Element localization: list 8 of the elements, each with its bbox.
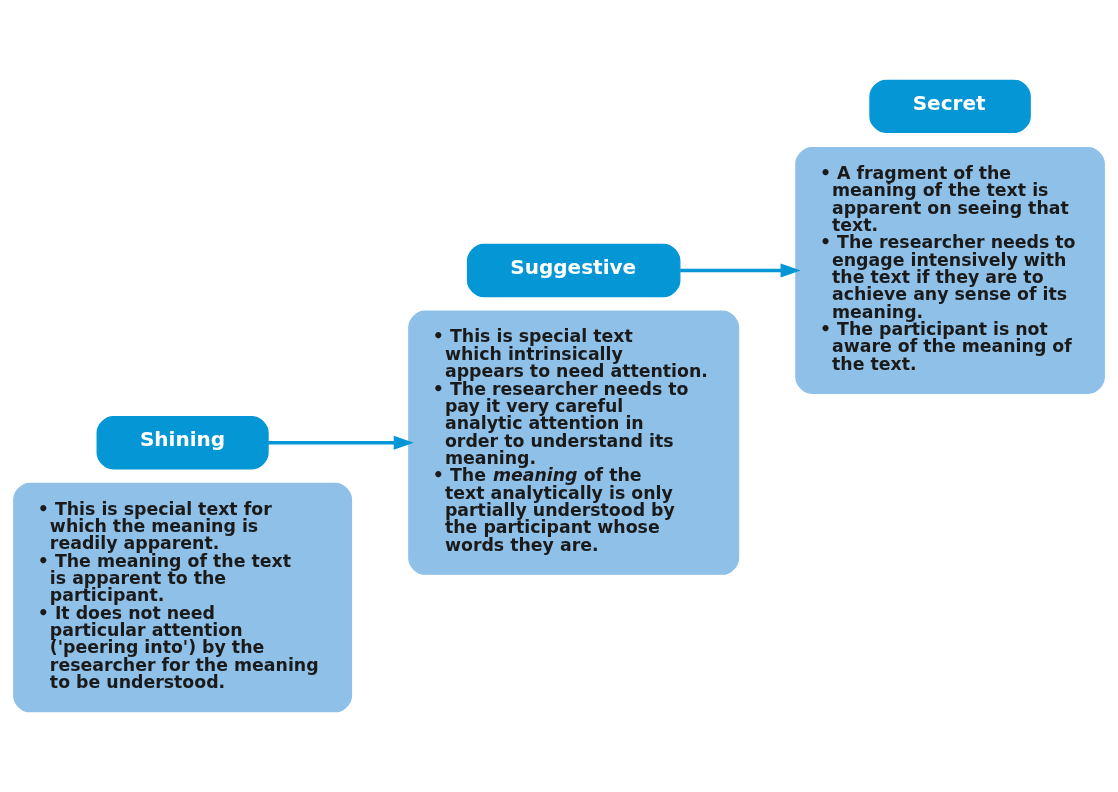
arrow bbox=[268, 435, 414, 450]
arrow bbox=[680, 263, 801, 278]
node-box: • This is special text for which the meaning is readily apparent. • The meaning of the text is apparent to the participant. • It does not need particular attention ('peering into') by the researcher for the meaning to be understood. bbox=[13, 482, 353, 713]
node-box: Suggestive bbox=[466, 243, 681, 298]
node-box: Shining bbox=[96, 416, 269, 470]
node-box: • This is special text which intrinsically appears to need attention. • The researcher needs to pay it very careful analytic attention in order to understand its meaning. • The meaning of the text analytically is only partially understood by the participant whose words they are. bbox=[408, 310, 740, 575]
node-box: Secret bbox=[869, 79, 1031, 134]
node-box: • A fragment of the meaning of the text is apparent on seeing that text. • The researcher needs to engage intensively with the text if they are to achieve any sense of its meaning. • The participant is not aware of the meaning of the text. bbox=[795, 147, 1105, 394]
